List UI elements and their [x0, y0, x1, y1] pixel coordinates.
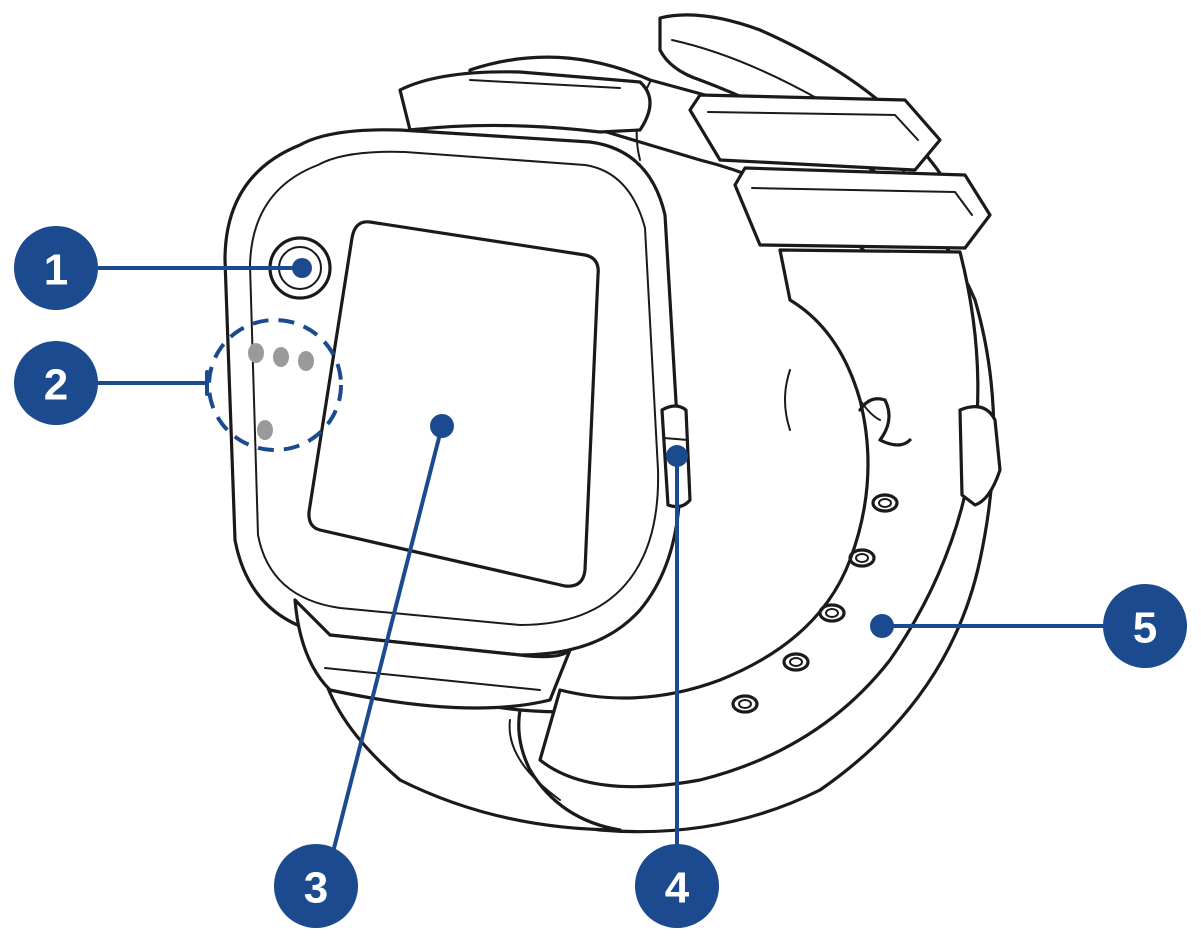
callout-2-ring	[207, 318, 343, 452]
callout-5-badge	[1103, 584, 1187, 668]
case-top-lug	[398, 70, 652, 134]
callout-4-anchor-dot	[666, 445, 688, 467]
callout-2: 2	[14, 318, 343, 452]
callout-1: 1	[14, 226, 312, 310]
callout-3-anchor-dot	[430, 414, 454, 438]
callout-4-badge	[635, 844, 719, 928]
callout-3-leader	[330, 424, 444, 858]
display-screen	[307, 220, 600, 588]
callout-2-label: 2	[44, 361, 68, 410]
callout-5-label: 5	[1133, 604, 1157, 653]
callout-2-badge	[14, 341, 98, 425]
strap-keeper-2	[733, 166, 992, 250]
callout-3: 3	[274, 414, 454, 928]
strap-holes	[731, 493, 899, 714]
callout-1-anchor-dot	[292, 258, 312, 278]
strap-clasp	[958, 405, 1002, 507]
callout-5: 5	[870, 584, 1187, 668]
strap-pin	[858, 397, 912, 447]
sensor-dots	[248, 343, 314, 440]
watch-illustration	[223, 13, 1002, 834]
callout-4-label: 4	[665, 864, 690, 913]
callouts: 1 2 3 4 5	[14, 226, 1187, 928]
case-bottom-lug	[293, 598, 572, 710]
callout-5-anchor-dot	[870, 614, 894, 638]
callout-3-badge	[274, 844, 358, 928]
callout-4: 4	[635, 445, 719, 928]
callout-1-badge	[14, 226, 98, 310]
callout-3-label: 3	[304, 864, 328, 913]
strap-keeper-1	[688, 93, 942, 172]
callout-1-label: 1	[44, 246, 68, 295]
